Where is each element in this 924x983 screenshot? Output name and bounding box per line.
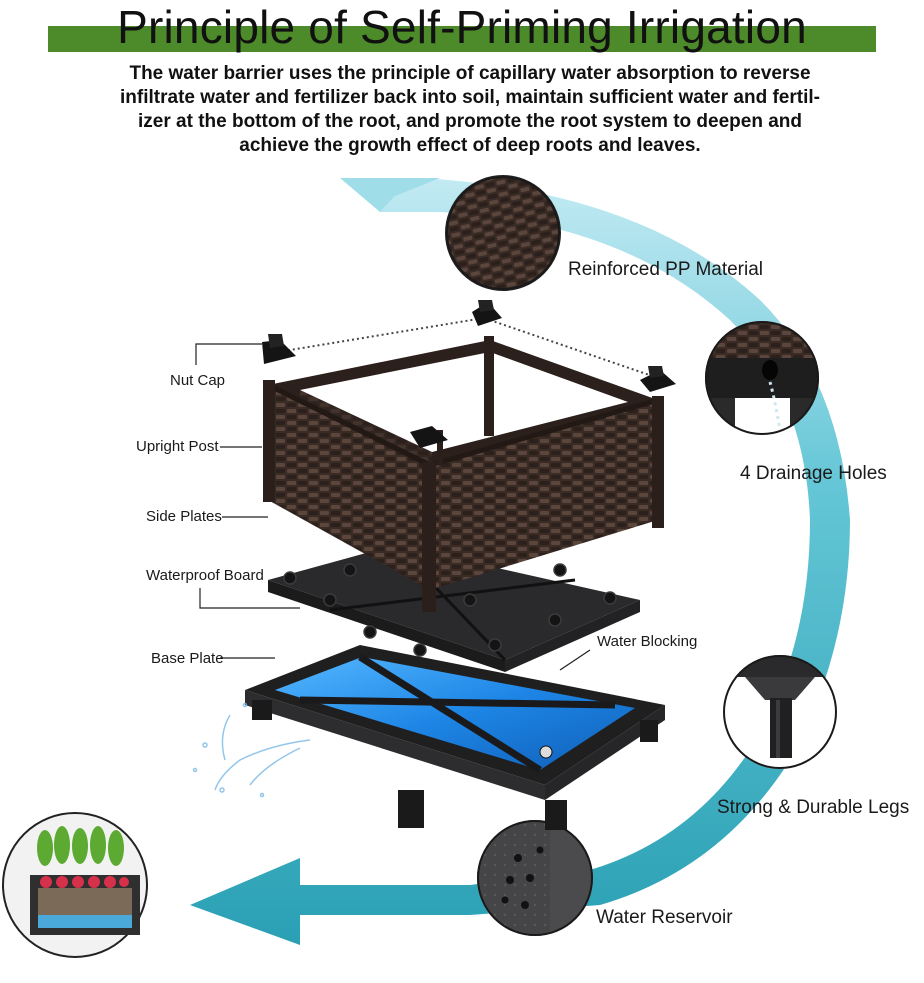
label-nut-cap: Nut Cap	[170, 372, 226, 389]
description-line: The water barrier uses the principle of …	[129, 63, 811, 84]
flow-arrow	[190, 178, 850, 945]
label-upright-post: Upright Post	[136, 438, 219, 455]
reinforced-material-circle	[436, 166, 570, 300]
label-water-reservoir: Water Reservoir	[596, 907, 733, 928]
label-water-blocking: Water Blocking	[597, 633, 698, 650]
page-title: Principle of Self-Priming Irrigation	[117, 1, 807, 53]
water-splash	[192, 702, 311, 798]
nut-caps	[262, 300, 676, 448]
label-drainage-holes: 4 Drainage Holes	[740, 463, 887, 484]
planter-box	[263, 336, 664, 612]
label-durable-legs: Strong & Durable Legs	[717, 797, 910, 818]
label-side-plates: Side Plates	[146, 508, 222, 525]
description: The water barrier uses the principle of …	[110, 62, 830, 158]
description-line: achieve the growth effect of deep roots …	[239, 135, 701, 156]
reservoir-circle	[477, 820, 593, 936]
label-waterproof-board: Waterproof Board	[146, 567, 264, 584]
legs-circle	[723, 655, 837, 769]
drainage-hole-circle	[705, 321, 819, 435]
title-underline-bar	[48, 26, 876, 52]
label-base-plate: Base Plate	[151, 650, 224, 667]
leader-lines	[195, 343, 591, 671]
label-reinforced-material: Reinforced PP Material	[568, 259, 764, 280]
base-plate	[245, 645, 665, 830]
waterproof-board	[268, 543, 640, 672]
plant-inset-circle	[2, 812, 148, 958]
description-line: infiltrate water and fertilizer back int…	[120, 87, 820, 108]
description-line: izer at the bottom of the root, and prom…	[138, 111, 802, 132]
